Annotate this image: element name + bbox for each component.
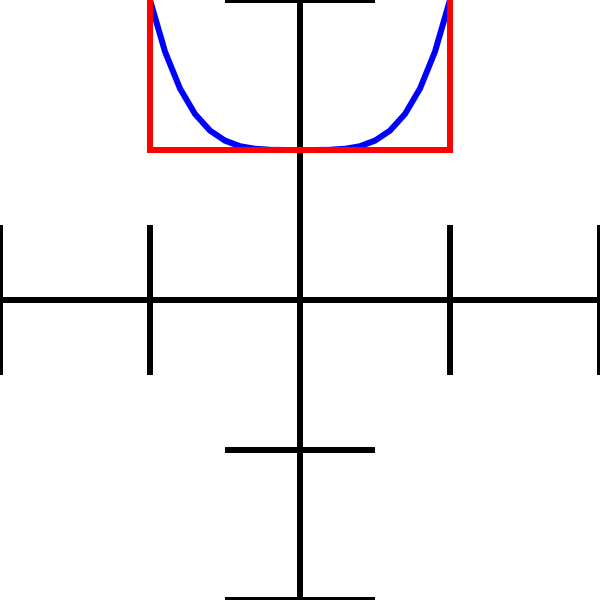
boundary-line (147, 0, 453, 153)
